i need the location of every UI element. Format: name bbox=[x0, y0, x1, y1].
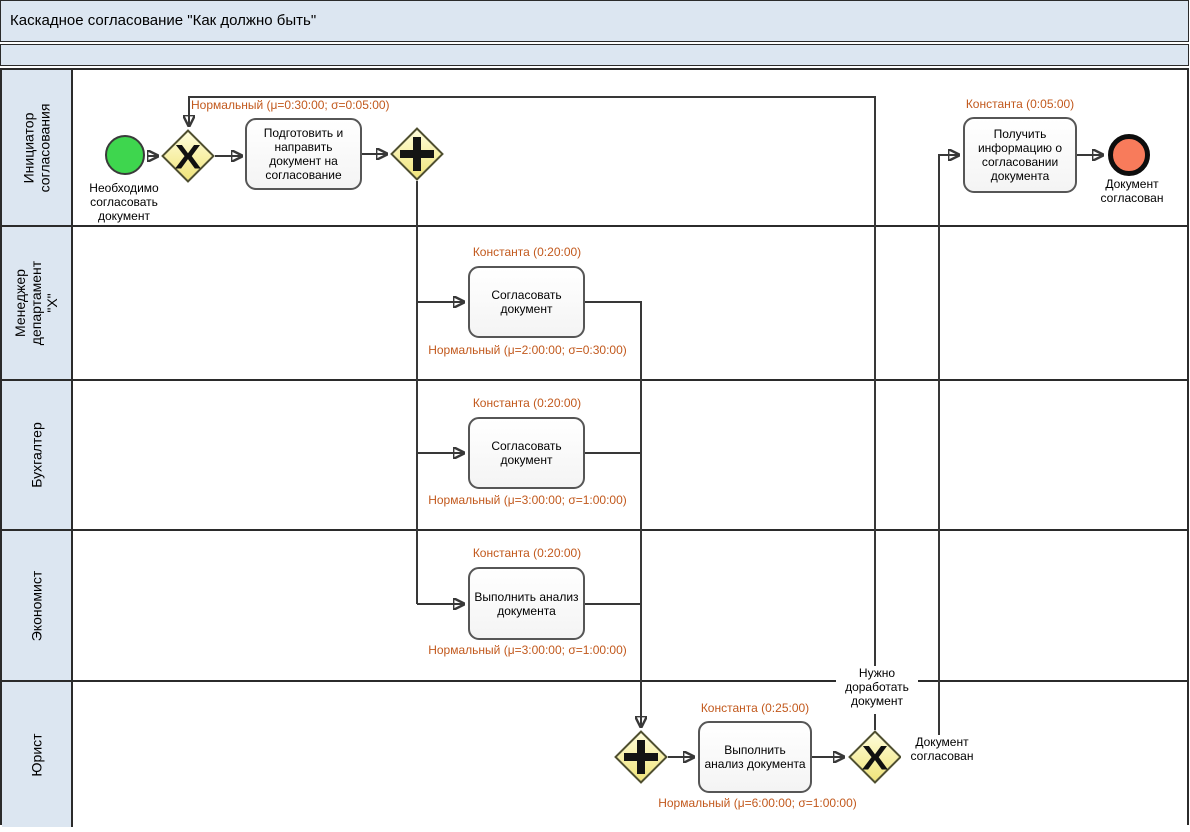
xor-gateway-2-marker: X bbox=[848, 730, 902, 784]
lane-accountant[interactable]: Бухгалтер bbox=[2, 379, 1187, 529]
and-marker-icon bbox=[637, 740, 645, 774]
lane-content-accountant bbox=[73, 381, 1187, 529]
annotation-task2-bottom: Нормальный (μ=2:00:00; σ=0:30:00) bbox=[428, 343, 627, 357]
end-event-label: Документ согласован bbox=[1100, 177, 1164, 205]
process-band bbox=[0, 44, 1189, 66]
task-approve-accountant[interactable]: Согласовать документ bbox=[468, 417, 585, 489]
annotation-task4-bottom: Нормальный (μ=3:00:00; σ=1:00:00) bbox=[428, 643, 627, 657]
xor-marker-icon: X bbox=[861, 737, 889, 777]
annotation-task4-top: Константа (0:20:00) bbox=[472, 546, 582, 560]
lane-label-initiator: Инициатор согласования bbox=[2, 70, 73, 225]
task-approve-manager[interactable]: Согласовать документ bbox=[468, 266, 585, 338]
xor2-approved-label: Документ согласован bbox=[901, 735, 983, 765]
task-analyze-lawyer[interactable]: Выполнить анализ документа bbox=[698, 721, 812, 793]
xor2-rework-label: Нужно доработать документ bbox=[836, 666, 918, 714]
lane-content-economist bbox=[73, 531, 1187, 680]
annotation-task6: Константа (0:05:00) bbox=[965, 97, 1075, 111]
diagram-title: Каскадное согласование "Как должно быть" bbox=[10, 12, 317, 29]
task-receive-info[interactable]: Получить информацию о согласовании докум… bbox=[963, 117, 1077, 193]
lane-label-accountant: Бухгалтер bbox=[2, 381, 73, 529]
annotation-task5-bottom: Нормальный (μ=6:00:00; σ=1:00:00) bbox=[658, 796, 857, 810]
lane-label-lawyer: Юрист bbox=[2, 682, 73, 827]
end-event[interactable] bbox=[1108, 134, 1150, 176]
and-gateway-1-marker bbox=[390, 127, 444, 181]
task-analyze-economist[interactable]: Выполнить анализ документа bbox=[468, 567, 585, 640]
annotation-task1: Нормальный (μ=0:30:00; σ=0:05:00) bbox=[191, 98, 390, 112]
annotation-task3-bottom: Нормальный (μ=3:00:00; σ=1:00:00) bbox=[428, 493, 627, 507]
lane-label-economist: Экономист bbox=[2, 531, 73, 680]
annotation-task5-top: Константа (0:25:00) bbox=[700, 701, 810, 715]
and-marker-icon bbox=[413, 137, 421, 171]
xor-gateway-1-marker: X bbox=[161, 129, 215, 183]
start-event[interactable] bbox=[105, 135, 145, 175]
lane-economist[interactable]: Экономист bbox=[2, 529, 1187, 680]
diagram-title-bar: Каскадное согласование "Как должно быть" bbox=[0, 0, 1189, 42]
lane-label-manager: Менеджер департамент "Х" bbox=[2, 227, 73, 379]
start-event-label: Необходимо согласовать документ bbox=[89, 181, 159, 223]
xor-marker-icon: X bbox=[174, 136, 202, 176]
and-gateway-2-marker bbox=[614, 730, 668, 784]
flow-xor2-rework-loop bbox=[189, 96, 876, 730]
annotation-task3-top: Константа (0:20:00) bbox=[472, 396, 582, 410]
flow-task2-to-and2 bbox=[585, 301, 641, 727]
annotation-task2-top: Константа (0:20:00) bbox=[472, 245, 582, 259]
task-prepare-document[interactable]: Подготовить и направить документ на согл… bbox=[245, 118, 362, 190]
